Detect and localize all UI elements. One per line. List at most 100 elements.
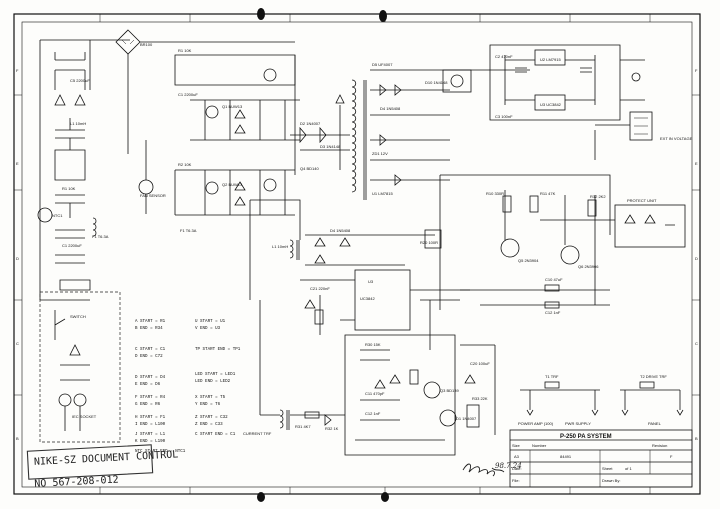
svg-text:F START = R4: F START = R4: [135, 396, 166, 400]
svg-text:T1 TRF: T1 TRF: [545, 374, 559, 379]
schematic-title: P-250 PA SYSTEM: [560, 434, 612, 440]
harness-list-left: A START = R1 B END = R34 C START = C1 D …: [135, 320, 186, 454]
row-letter: B: [695, 436, 698, 441]
handwritten-signature: 98.7.24: [462, 462, 522, 477]
svg-text:F1 T6.3A: F1 T6.3A: [180, 228, 197, 233]
svg-text:U1 LM7815: U1 LM7815: [372, 191, 393, 196]
svg-text:NTC1: NTC1: [52, 213, 63, 218]
svg-text:D4 1N5408: D4 1N5408: [330, 228, 351, 233]
svg-text:U2 LM7915: U2 LM7915: [540, 57, 561, 62]
svg-text:E END = D6: E END = D6: [135, 383, 161, 387]
svg-text:CURRENT TRF: CURRENT TRF: [243, 431, 272, 436]
svg-text:L1 10mH: L1 10mH: [70, 121, 86, 126]
svg-text:D3 1N4148: D3 1N4148: [320, 144, 341, 149]
svg-text:U START = U1: U START = U1: [195, 320, 226, 324]
svg-text:L1 10mH: L1 10mH: [272, 244, 288, 249]
regulator-block: [489, 44, 645, 121]
svg-text:R32 1K: R32 1K: [325, 426, 339, 431]
control-ic: U3 UC3842: [300, 269, 470, 350]
svg-text:C10 47uF: C10 47uF: [545, 277, 563, 282]
driver-section: [439, 174, 611, 310]
svg-text:C11 470pF: C11 470pF: [365, 391, 385, 396]
row-letter: B: [16, 436, 19, 441]
svg-text:Sheet: Sheet: [602, 466, 613, 471]
component-labels: R1 10K C1 2200uF Q1 BUW13 Q2 BUW13 R2 10…: [178, 48, 667, 431]
svg-text:TP START END = TP1: TP START END = TP1: [195, 348, 241, 352]
stamp-line-2: NO 567-208-012: [34, 475, 119, 490]
row-letter: E: [695, 161, 698, 166]
svg-text:SWITCH: SWITCH: [70, 314, 86, 319]
svg-text:C5 2200uF: C5 2200uF: [70, 78, 90, 83]
svg-text:PROTECT UNIT: PROTECT UNIT: [627, 198, 657, 203]
svg-text:ZD1 12V: ZD1 12V: [372, 151, 388, 156]
title-block: P-250 PA SYSTEM Size Number Revision A3 …: [509, 429, 693, 488]
svg-text:EXT IN VOLTAGE: EXT IN VOLTAGE: [660, 136, 693, 141]
capacitor-bank: [37, 52, 97, 291]
svg-text:Z START = C32: Z START = C32: [195, 416, 228, 420]
row-letter: F: [695, 68, 698, 73]
row-letter: C: [695, 341, 698, 346]
svg-text:IEC SOCKET: IEC SOCKET: [72, 414, 97, 419]
row-letter: E: [16, 161, 19, 166]
svg-text:UC3842: UC3842: [360, 296, 375, 301]
svg-text:Revision: Revision: [652, 443, 667, 448]
svg-text:C12 1nF: C12 1nF: [365, 411, 381, 416]
svg-text:R11 47K: R11 47K: [540, 191, 556, 196]
svg-text:D5 UF4007: D5 UF4007: [372, 62, 393, 67]
svg-text:C21 220nF: C21 220nF: [310, 286, 330, 291]
svg-text:U3 UC3842: U3 UC3842: [540, 102, 562, 107]
svg-text:B END = R34: B END = R34: [135, 327, 163, 331]
fan-sensor: FAN SENSOR: [138, 140, 166, 214]
inlet-switch-box: SWITCH IEC SOCKET: [39, 291, 121, 443]
svg-text:R20 100R: R20 100R: [420, 240, 438, 245]
svg-text:Number: Number: [532, 443, 547, 448]
svg-text:Q2 BUW13: Q2 BUW13: [222, 182, 243, 187]
main-transformer: [351, 69, 530, 200]
svg-text:Q4 BD140: Q4 BD140: [300, 166, 319, 171]
svg-text:X START = T5: X START = T5: [195, 396, 226, 400]
row-letter: C: [16, 341, 19, 346]
svg-text:C3 100nF: C3 100nF: [495, 114, 513, 119]
svg-text:C1 2200uF: C1 2200uF: [62, 243, 82, 248]
svg-text:Y END = T6: Y END = T6: [195, 403, 221, 407]
svg-text:98.7.24: 98.7.24: [495, 462, 522, 470]
svg-text:V END = U3: V END = U3: [195, 327, 221, 331]
svg-text:84491: 84491: [560, 454, 572, 459]
svg-text:LED START = LED1: LED START = LED1: [195, 373, 236, 377]
power-stage-upper: [174, 54, 300, 175]
svg-text:Q5 2N3904: Q5 2N3904: [518, 258, 539, 263]
current-sense-block: [344, 334, 457, 456]
svg-text:NTC START END = NTC1: NTC START END = NTC1: [135, 450, 186, 454]
svg-text:R10 330R: R10 330R: [486, 191, 504, 196]
svg-text:Z END = C33: Z END = C33: [195, 423, 223, 427]
svg-text:BR100: BR100: [140, 42, 153, 47]
drive-transformer: [249, 199, 442, 300]
svg-text:R2 10K: R2 10K: [178, 162, 192, 167]
svg-text:A START = R1: A START = R1: [135, 320, 166, 324]
svg-text:FAN SENSOR: FAN SENSOR: [140, 193, 166, 198]
svg-text:D1 1N4007: D1 1N4007: [456, 416, 477, 421]
svg-text:K END = L190: K END = L190: [135, 440, 166, 444]
svg-text:G END = R6: G END = R6: [135, 403, 161, 407]
rectifier-diodes: [290, 94, 350, 170]
svg-text:Q3 BD139: Q3 BD139: [440, 388, 459, 393]
svg-text:PANEL: PANEL: [648, 421, 662, 426]
svg-text:H START = F1: H START = F1: [135, 416, 166, 420]
svg-text:Q6 2N3906: Q6 2N3906: [578, 264, 599, 269]
svg-text:R12 2K2: R12 2K2: [590, 194, 606, 199]
row-letter: D: [695, 256, 698, 261]
svg-text:POWER AMP (100): POWER AMP (100): [518, 421, 554, 426]
svg-text:Q1 BUW13: Q1 BUW13: [222, 104, 243, 109]
svg-text:R33 22K: R33 22K: [472, 396, 488, 401]
svg-text:D START = D4: D START = D4: [135, 376, 166, 380]
svg-text:Drawn By:: Drawn By:: [602, 478, 620, 483]
power-stage-lower: [174, 169, 295, 216]
svg-text:R1 10K: R1 10K: [178, 48, 192, 53]
svg-text:U3: U3: [368, 279, 374, 284]
row-letter: D: [16, 256, 19, 261]
svg-text:C START = C1: C START = C1: [135, 348, 166, 352]
harness-list-right: U START = U1 V END = U3 TP START END = T…: [195, 320, 241, 437]
svg-text:F1 T6.3A: F1 T6.3A: [92, 234, 109, 239]
